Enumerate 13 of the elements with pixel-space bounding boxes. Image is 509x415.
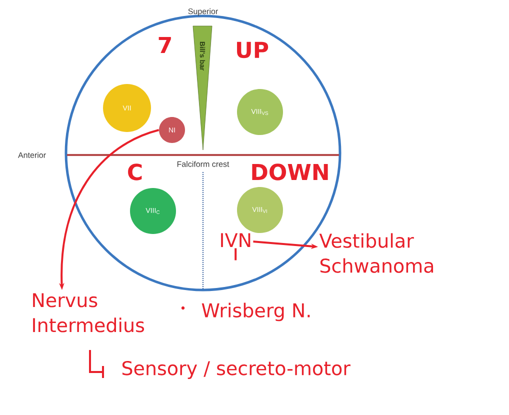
quadrant-label: 7 <box>158 36 171 54</box>
nerve-label: Nervus Intermedius <box>33 293 144 332</box>
quadrant-label: C <box>128 164 142 180</box>
quadrant-label: UP <box>237 42 268 58</box>
crest-label: Falciform crest <box>177 161 230 167</box>
leader-line <box>234 248 237 260</box>
quadrant-label: DOWN <box>252 164 328 180</box>
direction-label: Superior <box>188 8 218 16</box>
direction-label: Anterior <box>18 152 46 158</box>
note-text: Sensory / secreto-motor <box>122 360 350 380</box>
note-text: IVN <box>221 233 250 248</box>
note-text: Wrisberg N. <box>202 302 310 322</box>
note-text: Vestibular Schwanoma <box>319 233 434 273</box>
